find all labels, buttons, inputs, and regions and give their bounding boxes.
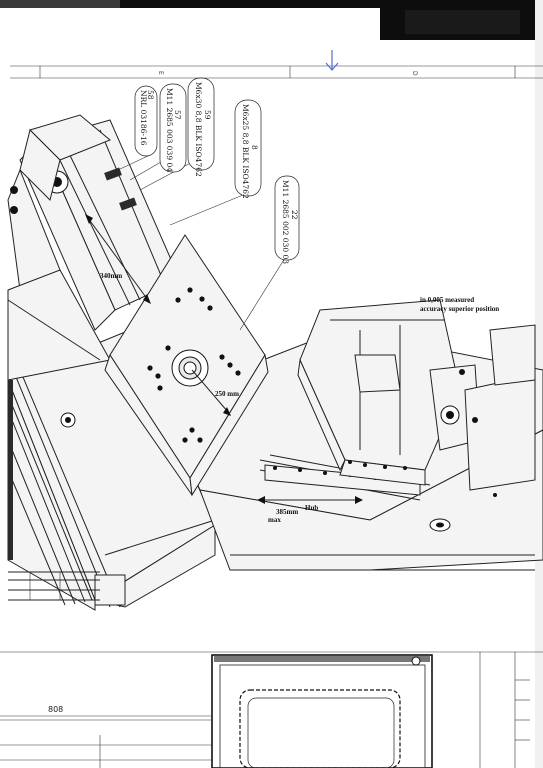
drawing-frame: E D [10,65,543,79]
dimension-340 [85,214,151,304]
callout-57: 57 M11 2685 003 039 04 [159,83,187,173]
accuracy-note-line1: in 0,005 measured [420,296,474,304]
callout-59-number: 59 [203,110,212,120]
down-arrow-mark-icon [325,50,339,71]
callout-8: 8 M6x25 8,8 BLK ISO4762 [234,99,262,199]
stroke-hub: Hub [305,504,318,512]
callout-22-spec: M11 2685 002 030 03 [281,180,290,264]
accuracy-note-line2: accuracy superior position [420,305,499,313]
callout-8-number: 8 [250,145,259,150]
stroke-dimension [257,496,363,504]
box-carriage [297,299,461,486]
stroke-value: 385mm [276,508,298,516]
right-housing [429,324,536,497]
callout-58: 58 NRL 03186-16 [134,85,158,157]
callout-58-number: 58 [146,90,155,100]
lower-front-view [0,651,543,768]
callout-59: 59 M6x30 8,8 BLK ISO4762 [187,77,215,177]
dim-250-label: 250 mm [215,390,239,398]
callout-22: 22 M11 2685 002 030 03 [274,175,300,264]
stroke-max: max [268,516,281,524]
callout-57-number: 57 [173,110,182,120]
callout-8-spec: M6x25 8,8 BLK ISO4762 [241,104,250,199]
frame-zone-d: D [411,71,418,76]
callout-58-spec: NRL 03186-16 [139,90,148,146]
rotary-table-plate [104,234,269,497]
dim-340-label: 340mm [100,272,122,280]
callout-22-number: 22 [290,210,299,220]
callout-57-spec: M11 2685 003 039 04 [165,88,174,172]
dim-808-label: 808 [48,705,63,714]
machine-base [7,329,216,611]
frame-zone-e: E [157,71,164,75]
callout-59-spec: M6x30 8,8 BLK ISO4762 [194,82,203,177]
column-top-housing [7,114,111,291]
dimension-250 [191,369,231,416]
bottom-rail [8,571,100,601]
